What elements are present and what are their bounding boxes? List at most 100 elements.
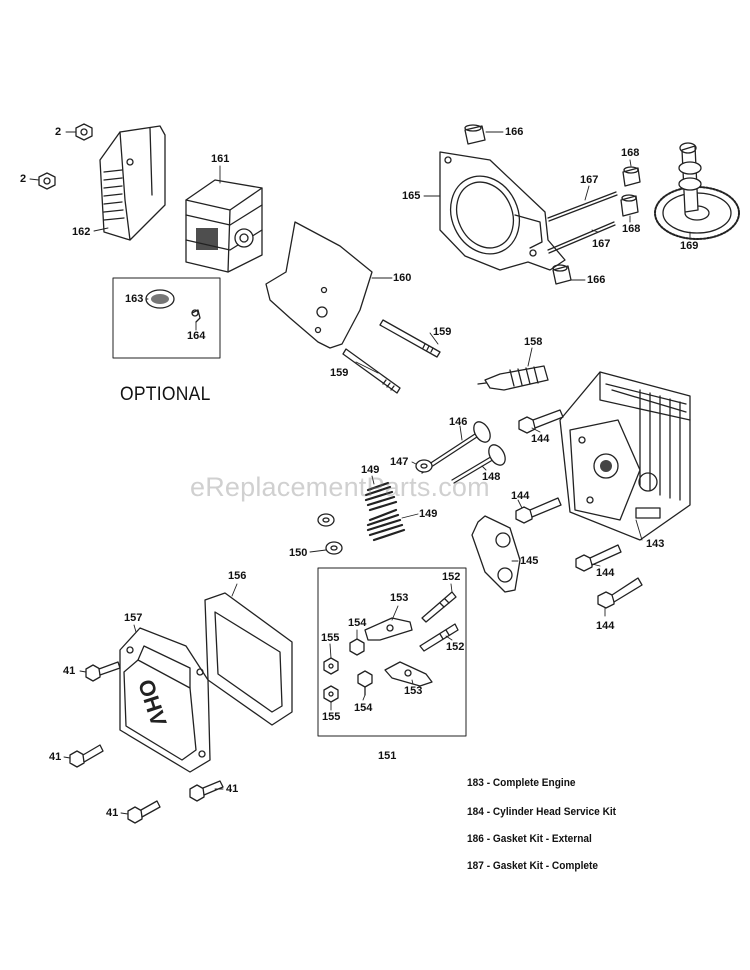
part-label-155[interactable]: 155 (322, 711, 341, 723)
stud-159-lower (342, 348, 401, 394)
valve-seal-150-upper (317, 513, 335, 527)
watermark: eReplacementParts.com (190, 472, 490, 502)
part-label-152[interactable]: 152 (442, 571, 461, 583)
head-gasket-165 (439, 151, 566, 271)
part-label-147[interactable]: 147 (390, 456, 409, 468)
camshaft-169 (654, 142, 740, 240)
part-label-168[interactable]: 168 (622, 223, 641, 235)
valve-spring-149-upper (364, 481, 398, 512)
part-label-154[interactable]: 154 (348, 617, 367, 629)
part-label-169[interactable]: 169 (680, 240, 699, 252)
rocker-cover-gasket-156 (204, 592, 293, 726)
kit-cylinder-head-service[interactable]: 184 - Cylinder Head Service Kit (467, 806, 617, 818)
push-rod-167-lower (547, 221, 615, 251)
part-label-152[interactable]: 152 (446, 641, 465, 653)
part-label-167[interactable]: 167 (592, 238, 611, 250)
part-label-144[interactable]: 144 (531, 433, 550, 445)
part-label-150[interactable]: 150 (289, 547, 308, 559)
part-label-159[interactable]: 159 (433, 326, 452, 338)
kit-gasket-external[interactable]: 186 - Gasket Kit - External (467, 833, 592, 845)
cylinder-head-143 (559, 371, 691, 541)
part-label-149[interactable]: 149 (361, 464, 380, 476)
leader-lines (29, 131, 691, 815)
kit-gasket-complete[interactable]: 187 - Gasket Kit - Complete (467, 860, 599, 872)
part-label-158[interactable]: 158 (524, 336, 543, 348)
part-label-168[interactable]: 168 (621, 147, 640, 159)
part-label-149[interactable]: 149 (419, 508, 438, 520)
push-rod-167-upper-2 (548, 194, 618, 222)
part-label-153[interactable]: 153 (390, 592, 409, 604)
cover-bolt-41-b (69, 744, 104, 768)
part-label-166[interactable]: 166 (587, 274, 606, 286)
part-label-166[interactable]: 166 (505, 126, 524, 138)
part-label-2[interactable]: 2 (20, 173, 27, 185)
part-label-41[interactable]: 41 (226, 783, 239, 795)
push-rod-167-lower-2 (548, 224, 616, 254)
head-bolt-144-c (575, 544, 622, 572)
part-label-160[interactable]: 160 (393, 272, 412, 284)
part-label-144[interactable]: 144 (596, 620, 615, 632)
spark-plug-158 (477, 365, 549, 391)
optional-label: OPTIONAL (120, 384, 211, 405)
head-bolt-144-b (515, 497, 562, 524)
head-bolt-144-d (597, 577, 643, 609)
pivot-nut-154-upper (349, 638, 365, 656)
part-label-157[interactable]: 157 (124, 612, 143, 624)
rocker-arm-153-lower (384, 661, 433, 687)
valve-spring-149-lower (366, 508, 406, 542)
muffler-161 (185, 179, 263, 273)
lock-nut-155-lower (323, 685, 339, 703)
valve-retainer-147 (415, 459, 433, 473)
part-label-41[interactable]: 41 (49, 751, 62, 763)
dowel-166-upper (464, 124, 486, 145)
nut-2-upper (75, 123, 93, 141)
screw-164 (191, 309, 201, 323)
lock-nut-155-upper (323, 657, 339, 675)
valve-cover-157 (119, 627, 211, 773)
lifter-168-lower (620, 194, 639, 217)
part-label-154[interactable]: 154 (354, 702, 373, 714)
part-label-144[interactable]: 144 (511, 490, 530, 502)
dowel-166-lower (552, 264, 572, 285)
cover-bolt-41-a (85, 661, 121, 682)
part-label-159[interactable]: 159 (330, 367, 349, 379)
rocker-arm-153-upper (364, 617, 413, 641)
spark-arrestor-163 (145, 289, 175, 309)
part-label-148[interactable]: 148 (482, 471, 501, 483)
part-label-41[interactable]: 41 (63, 665, 76, 677)
push-rod-167-upper (547, 191, 617, 219)
head-bolt-144-a (518, 409, 564, 434)
part-label-165[interactable]: 165 (402, 190, 421, 202)
valve-148 (451, 444, 506, 484)
part-label-153[interactable]: 153 (404, 685, 423, 697)
part-label-167[interactable]: 167 (580, 174, 599, 186)
part-label-151[interactable]: 151 (378, 750, 397, 762)
part-label-145[interactable]: 145 (520, 555, 539, 567)
rocker-stud-152-lower (419, 623, 459, 652)
part-label-143[interactable]: 143 (646, 538, 665, 550)
exhaust-gasket-160 (265, 221, 373, 349)
part-label-41[interactable]: 41 (106, 807, 119, 819)
part-label-164[interactable]: 164 (187, 330, 206, 342)
part-label-162[interactable]: 162 (72, 226, 91, 238)
stud-159-upper (379, 319, 441, 358)
part-label-2[interactable]: 2 (55, 126, 62, 138)
cover-bolt-41-d (189, 780, 224, 802)
part-label-144[interactable]: 144 (596, 567, 615, 579)
part-label-161[interactable]: 161 (211, 153, 230, 165)
lifter-168-upper (622, 166, 641, 187)
guide-plate-145 (471, 515, 521, 593)
optional-box (112, 277, 221, 359)
part-label-156[interactable]: 156 (228, 570, 247, 582)
pivot-nut-154-lower (357, 670, 373, 696)
part-label-163[interactable]: 163 (125, 293, 144, 305)
cover-bolt-41-c (127, 800, 161, 824)
part-label-155[interactable]: 155 (321, 632, 340, 644)
part-label-146[interactable]: 146 (449, 416, 468, 428)
kit-complete-engine[interactable]: 183 - Complete Engine (467, 777, 576, 789)
rocker-kit-box (317, 567, 467, 737)
heat-shield-162 (99, 125, 166, 241)
rocker-stud-152-upper (421, 591, 457, 623)
valve-seal-150-lower (325, 541, 343, 555)
